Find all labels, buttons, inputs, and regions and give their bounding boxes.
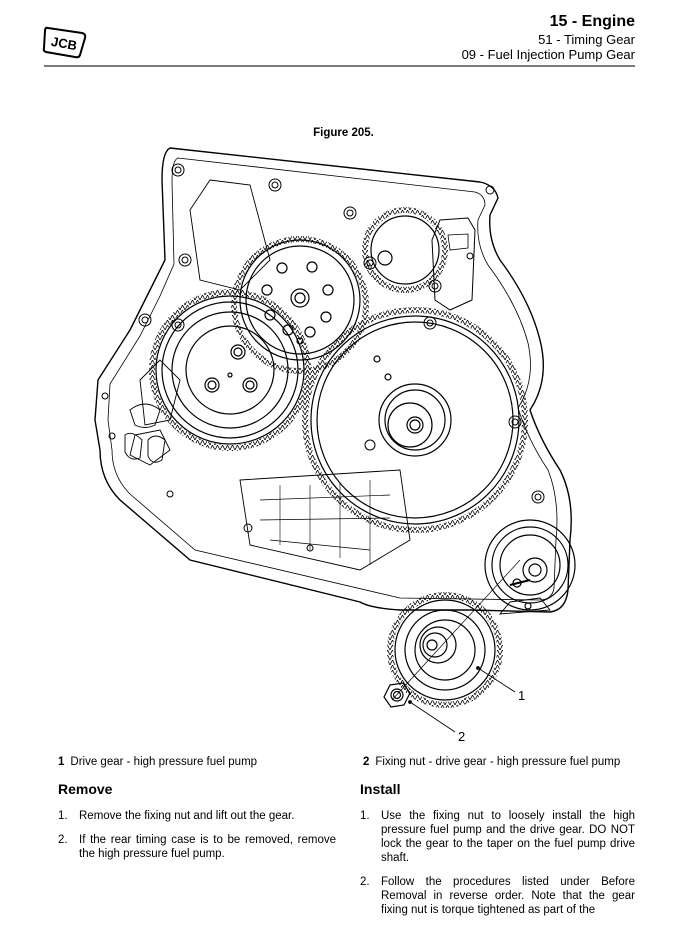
fixing-nut — [383, 682, 411, 708]
drive-gear-high-pressure-fuel-pump — [387, 592, 503, 708]
remove-steps: 1. Remove the fixing nut and lift out the… — [58, 809, 336, 871]
pump-actuator — [431, 217, 476, 311]
remove-heading: Remove — [58, 781, 113, 797]
step-text: Remove the fixing nut and lift out the g… — [79, 810, 295, 822]
step-number: 1. — [360, 810, 370, 822]
figure-key-item-2: 2 Fixing nut - drive gear - high pressure… — [363, 756, 620, 768]
remove-step: 1. Remove the fixing nut and lift out the… — [58, 809, 336, 823]
chapter-title: 15 - Engine — [549, 13, 635, 30]
case-bolts — [101, 163, 545, 552]
figure-caption: Figure 205. — [313, 127, 374, 139]
page-header: 15 - Engine 51 - Timing Gear 09 - Fuel I… — [462, 12, 635, 62]
step-text: Use the fixing nut to loosely install th… — [381, 810, 635, 864]
callout-1-leader — [477, 667, 516, 693]
figure-key-item-1: 1 Drive gear - high pressure fuel pump — [58, 756, 257, 768]
install-step: 1. Use the fixing nut to loosely install … — [360, 809, 635, 865]
key-number: 1 — [58, 756, 65, 768]
callout-2-label: 2 — [458, 729, 465, 744]
install-step: 2. Follow the procedures listed under Bef… — [360, 875, 635, 917]
remove-step: 2. If the rear timing case is to be remov… — [58, 833, 336, 861]
subsection-title: 09 - Fuel Injection Pump Gear — [461, 47, 635, 62]
callout-2-leader — [409, 701, 456, 733]
key-text: Fixing nut - drive gear - high pressure … — [375, 756, 621, 768]
step-number: 2. — [360, 876, 370, 888]
large-timing-gear — [302, 307, 528, 533]
fuel-pump-housing — [484, 519, 576, 615]
callout-1-label: 1 — [518, 688, 525, 703]
step-number: 1. — [58, 810, 68, 822]
install-heading: Install — [360, 781, 401, 797]
install-steps: 1. Use the fixing nut to loosely install … — [360, 809, 635, 927]
key-text: Drive gear - high pressure fuel pump — [70, 756, 258, 768]
engine-timing-gear-illustration: 1 2 — [70, 140, 650, 745]
logo-text: JCB — [50, 34, 78, 53]
step-text: Follow the procedures listed under Befor… — [381, 876, 635, 916]
jcb-logo: JCB — [42, 24, 88, 60]
timing-case-outline — [94, 147, 572, 613]
header-divider — [44, 65, 635, 67]
key-number: 2 — [363, 756, 370, 768]
camshaft-gear-small — [362, 207, 448, 293]
step-text: If the rear timing case is to be removed… — [79, 834, 336, 860]
step-number: 2. — [58, 834, 68, 846]
idler-gear-upper — [231, 236, 369, 374]
section-title: 51 - Timing Gear — [538, 32, 635, 47]
